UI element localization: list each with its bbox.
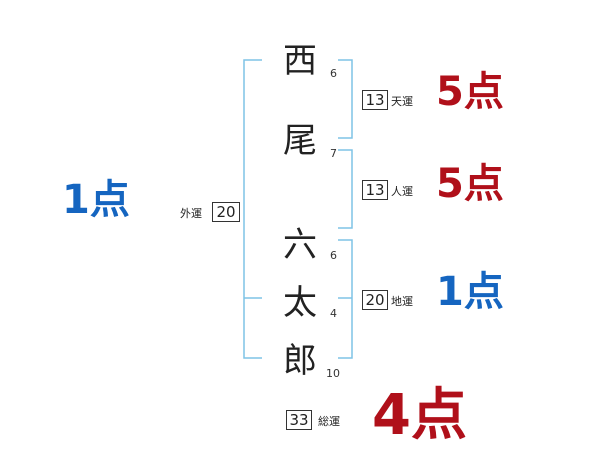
name-char-1: 西 xyxy=(283,41,317,81)
jinkaku-bracket xyxy=(338,149,353,229)
jinkaku-label: 人運 xyxy=(391,185,413,198)
chikaku-bracket xyxy=(338,239,353,359)
gaikaku-value-box: 20 xyxy=(212,202,240,222)
stroke-count-3: 6 xyxy=(330,249,337,262)
soukaku-label: 総運 xyxy=(318,415,340,428)
chikaku-value-box: 20 xyxy=(362,290,388,310)
soukaku-value-box: 33 xyxy=(286,410,312,430)
soukaku-score: 4点 xyxy=(372,383,467,448)
name-char-4: 太 xyxy=(283,283,317,323)
outer-bracket xyxy=(243,59,262,359)
tenkaku-label: 天運 xyxy=(391,95,413,108)
stroke-count-1: 6 xyxy=(330,67,337,80)
chikaku-score: 1点 xyxy=(436,269,504,315)
name-char-5: 郎 xyxy=(283,341,317,381)
stroke-count-2: 7 xyxy=(330,147,337,160)
chikaku-label: 地運 xyxy=(391,295,413,308)
jinkaku-value-box: 13 xyxy=(362,180,388,200)
stroke-count-4: 4 xyxy=(330,307,337,320)
tenkaku-score: 5点 xyxy=(436,69,504,115)
name-char-2: 尾 xyxy=(283,121,317,161)
stroke-count-5: 10 xyxy=(326,367,340,380)
gaikaku-score: 1点 xyxy=(62,177,130,223)
jinkaku-score: 5点 xyxy=(436,161,504,207)
gaikaku-label: 外運 xyxy=(180,207,202,220)
name-char-3: 六 xyxy=(283,225,317,265)
tenkaku-value-box: 13 xyxy=(362,90,388,110)
tenkaku-bracket xyxy=(338,59,353,139)
